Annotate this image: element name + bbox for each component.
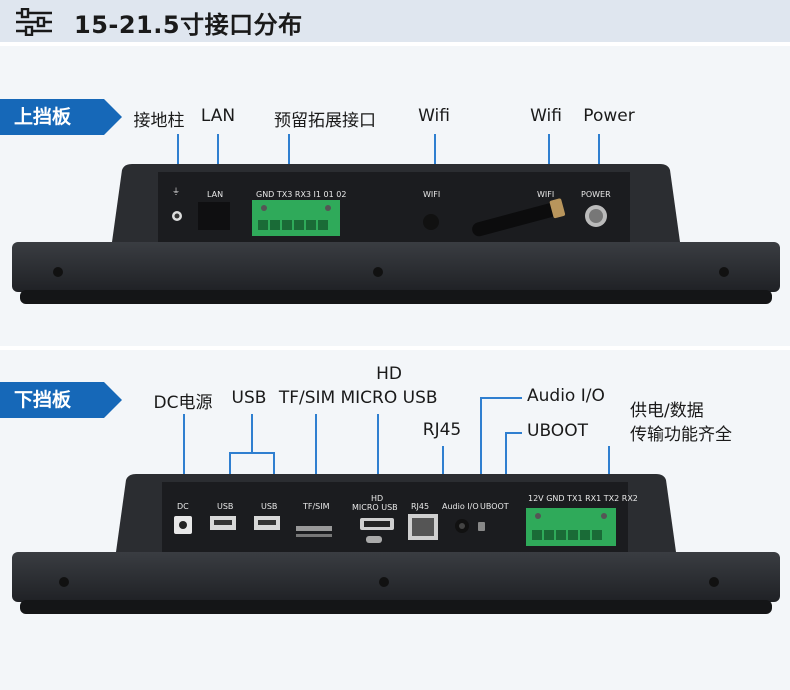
label-uboot: UBOOT: [527, 421, 588, 441]
pointer-lan: [217, 134, 219, 186]
label-usb: USB: [231, 388, 267, 408]
label-tfsim: TF/SIM: [278, 388, 336, 408]
label-lan: LAN: [200, 106, 236, 126]
pointer-audio-h: [480, 397, 522, 399]
pointer-uboot-v: [505, 432, 507, 492]
bottom-panel-device: [12, 474, 780, 614]
pointer-power: [598, 134, 600, 186]
pointer-dc: [183, 414, 185, 492]
panel-lan-text: LAN: [207, 190, 224, 199]
pointer-uboot-h: [505, 432, 522, 434]
panel-dc-text: DC: [177, 502, 189, 511]
header-bar: 15-21.5寸接口分布: [0, 0, 790, 42]
panel-uboot-text: UBOOT: [480, 502, 509, 511]
pointer-usb-stem: [251, 414, 253, 454]
pointer-wifi-1: [434, 134, 436, 186]
label-power: Power: [583, 106, 635, 126]
pointer-tfsim: [315, 414, 317, 492]
panel-terminal-text-bottom: 12V GND TX1 RX1 TX2 RX2: [528, 494, 638, 503]
label-expansion: 预留拓展接口: [274, 111, 376, 131]
label-dc: DC电源: [153, 393, 213, 413]
label-hd: HD: [376, 364, 402, 384]
label-power-data-1: 供电/数据: [630, 401, 704, 421]
panel-usb-1-text: USB: [217, 502, 234, 511]
label-ground: 接地柱: [133, 111, 185, 131]
panel-tfsim-text: TF/SIM: [303, 502, 330, 511]
pointer-power-data: [608, 446, 610, 492]
panel-wifi-2-text: WIFI: [537, 190, 555, 199]
panel-usb-2-text: USB: [261, 502, 278, 511]
pointer-audio-v: [480, 397, 482, 492]
label-wifi-2: Wifi: [530, 106, 562, 126]
panel-ground-mark: ⏚: [172, 187, 180, 196]
label-rj45: RJ45: [422, 420, 462, 440]
pointer-expansion: [288, 134, 290, 186]
panel-terminal-text: GND TX3 RX3 I1 01 02: [256, 190, 347, 199]
panel-wifi-1-text: WIFI: [423, 190, 441, 199]
panel-hd-text: HD: [371, 494, 384, 503]
bottom-panel-badge: 下挡板: [0, 382, 122, 418]
label-audio: Audio I/O: [527, 386, 605, 406]
panel-audio-text: Audio I/O: [442, 502, 479, 511]
pointer-hd: [377, 414, 379, 492]
pointer-wifi-2: [548, 134, 550, 186]
top-panel-badge: 上挡板: [0, 99, 122, 135]
pointer-rj45: [442, 446, 444, 492]
panel-micro-usb-text: MICRO USB: [352, 503, 398, 512]
pointer-usb-1: [229, 452, 231, 492]
pointer-usb-2: [273, 452, 275, 492]
label-power-data-2: 传输功能齐全: [630, 425, 732, 445]
top-panel-device: [12, 164, 780, 304]
settings-sliders-icon: [16, 8, 52, 36]
page-title: 15-21.5寸接口分布: [74, 11, 303, 39]
panel-rj45-text: RJ45: [411, 502, 430, 511]
label-micro-usb: MICRO USB: [340, 388, 438, 408]
pointer-ground: [177, 134, 179, 186]
panel-power-text: POWER: [581, 190, 611, 199]
label-wifi-1: Wifi: [418, 106, 450, 126]
